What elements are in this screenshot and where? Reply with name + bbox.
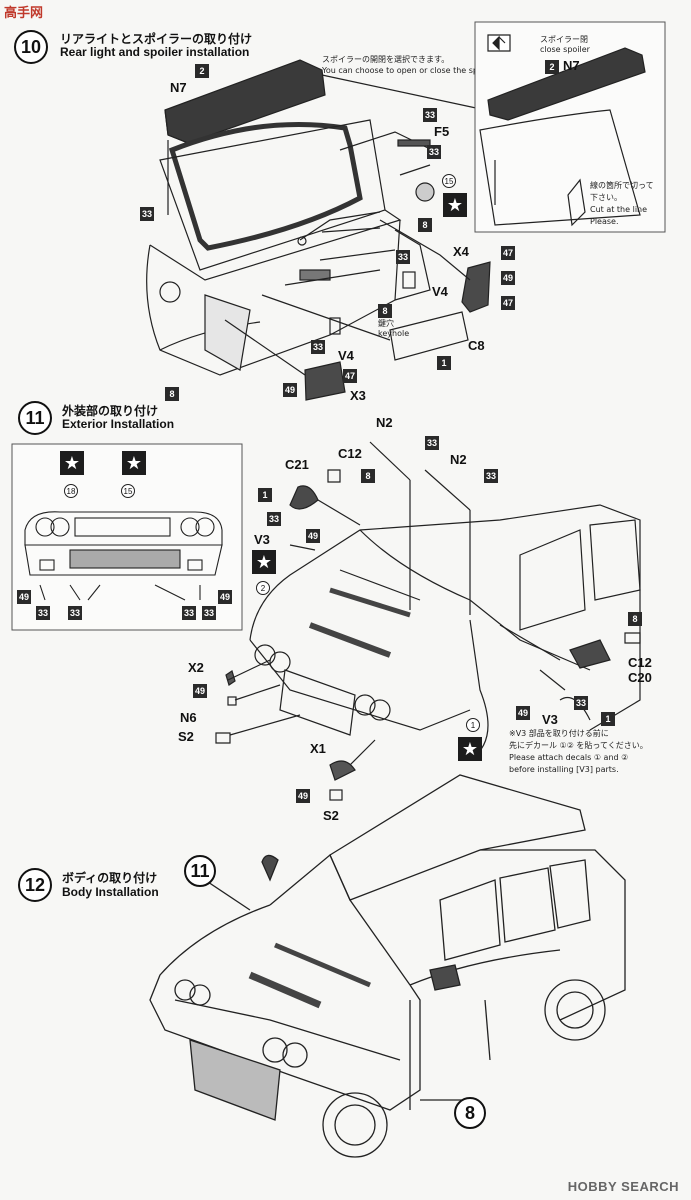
part-c20: C20: [628, 670, 652, 685]
star-icon: ★: [443, 193, 467, 217]
box-8-b: 8: [378, 304, 392, 318]
box-2-inset: 2: [545, 60, 559, 74]
part-x1: X1: [310, 741, 326, 756]
step-12-title-jp: ボディの取り付け: [62, 871, 158, 885]
part-c12-a: C12: [338, 446, 362, 461]
box-33-c: 33: [267, 512, 281, 526]
star-icon: ★: [458, 737, 482, 761]
decal-15: 15: [121, 484, 135, 498]
part-s2-a: S2: [178, 729, 194, 744]
box-33-g: 33: [182, 606, 196, 620]
inset-close-spoiler-jp: スポイラー閉: [540, 35, 588, 44]
part-x4: X4: [453, 244, 469, 259]
box-49-a: 49: [501, 271, 515, 285]
part-s2-b: S2: [323, 808, 339, 823]
step-11-number: 11: [18, 401, 52, 435]
box-8-b: 8: [628, 612, 642, 626]
part-n2-b: N2: [450, 452, 467, 467]
step-12-number: 12: [18, 868, 52, 902]
part-n2-a: N2: [376, 415, 393, 430]
ref-step-8: 8: [454, 1097, 486, 1129]
decal-15: 15: [442, 174, 456, 188]
box-1: 1: [437, 356, 451, 370]
ref-step-11: 11: [184, 855, 216, 887]
inset-close-spoiler-en: close spoiler: [540, 45, 590, 54]
decal-note-en-1: Please attach decals ① and ②: [509, 753, 629, 762]
box-33-c: 33: [140, 207, 154, 221]
part-x3: X3: [350, 388, 366, 403]
decal-note-jp-2: 先にデカール ①② を貼ってください。: [509, 741, 648, 750]
box-33-f: 33: [68, 606, 82, 620]
cut-note-jp-1: 線の箇所で切って: [590, 181, 654, 190]
box-47-a: 47: [501, 246, 515, 260]
cut-note-en-1: Cut at the line: [590, 205, 648, 214]
box-2: 2: [195, 64, 209, 78]
box-47-c: 47: [343, 369, 357, 383]
part-c12-b: C12: [628, 655, 652, 670]
step-11-title-jp: 外装部の取り付け: [62, 404, 159, 418]
cut-note-en-2: Please.: [590, 217, 619, 226]
box-49-b: 49: [283, 383, 297, 397]
spoiler-note-jp: スポイラーの開閉を選択できます。: [322, 55, 450, 64]
box-33-h: 33: [202, 606, 216, 620]
spoiler-note-en: You can choose to open or close the spoi…: [322, 66, 498, 75]
box-49-e: 49: [516, 706, 530, 720]
box-33-d: 33: [574, 696, 588, 710]
step-10-title-jp: リアライトとスポイラーの取り付け: [60, 32, 253, 46]
step-10-title-en: Rear light and spoiler installation: [60, 45, 250, 59]
box-8-c: 8: [165, 387, 179, 401]
box-49-c: 49: [306, 529, 320, 543]
keyhole-en: keyhole: [378, 329, 410, 338]
box-49-b: 49: [218, 590, 232, 604]
box-47-b: 47: [501, 296, 515, 310]
watermark: 高手网: [4, 6, 44, 21]
part-v4-b: V4: [338, 348, 354, 363]
keyhole-jp: 鍵穴: [378, 319, 394, 328]
box-33-e: 33: [311, 340, 325, 354]
star-icon: ★: [252, 550, 276, 574]
step-12-title-en: Body Installation: [62, 885, 159, 899]
box-33-b: 33: [484, 469, 498, 483]
star-icon: ★: [122, 451, 146, 475]
part-x2: X2: [188, 660, 204, 675]
box-8-a: 8: [361, 469, 375, 483]
hobby-search-logo: HOBBY SEARCH: [567, 1179, 679, 1194]
box-49-f: 49: [296, 789, 310, 803]
part-f5: F5: [434, 124, 450, 139]
decal-note-en-2: before installing [V3] parts.: [509, 765, 619, 774]
box-33-d: 33: [396, 250, 410, 264]
part-c21: C21: [285, 457, 309, 472]
decal-18: 18: [64, 484, 78, 498]
part-v4-a: V4: [432, 284, 448, 299]
star-icon: ★: [60, 451, 84, 475]
box-33-a: 33: [423, 108, 437, 122]
box-49-d: 49: [193, 684, 207, 698]
box-33-b: 33: [427, 145, 441, 159]
part-v3-b: V3: [542, 712, 558, 727]
box-33-e: 33: [36, 606, 50, 620]
box-1-b: 1: [601, 712, 615, 726]
decal-note-jp-1: ※V3 部品を取り付ける前に: [509, 729, 609, 738]
part-v3-a: V3: [254, 532, 270, 547]
box-8-a: 8: [418, 218, 432, 232]
decal-2: 2: [256, 581, 270, 595]
part-n7: N7: [170, 80, 187, 95]
box-1-a: 1: [258, 488, 272, 502]
part-c8: C8: [468, 338, 485, 353]
part-n7-inset: N7: [563, 58, 580, 73]
step-10-number: 10: [14, 30, 48, 64]
step-11-title-en: Exterior Installation: [62, 417, 175, 431]
box-49-a: 49: [17, 590, 31, 604]
decal-1: 1: [466, 718, 480, 732]
box-33-a: 33: [425, 436, 439, 450]
part-n6: N6: [180, 710, 197, 725]
cut-note-jp-2: 下さい。: [590, 193, 622, 202]
